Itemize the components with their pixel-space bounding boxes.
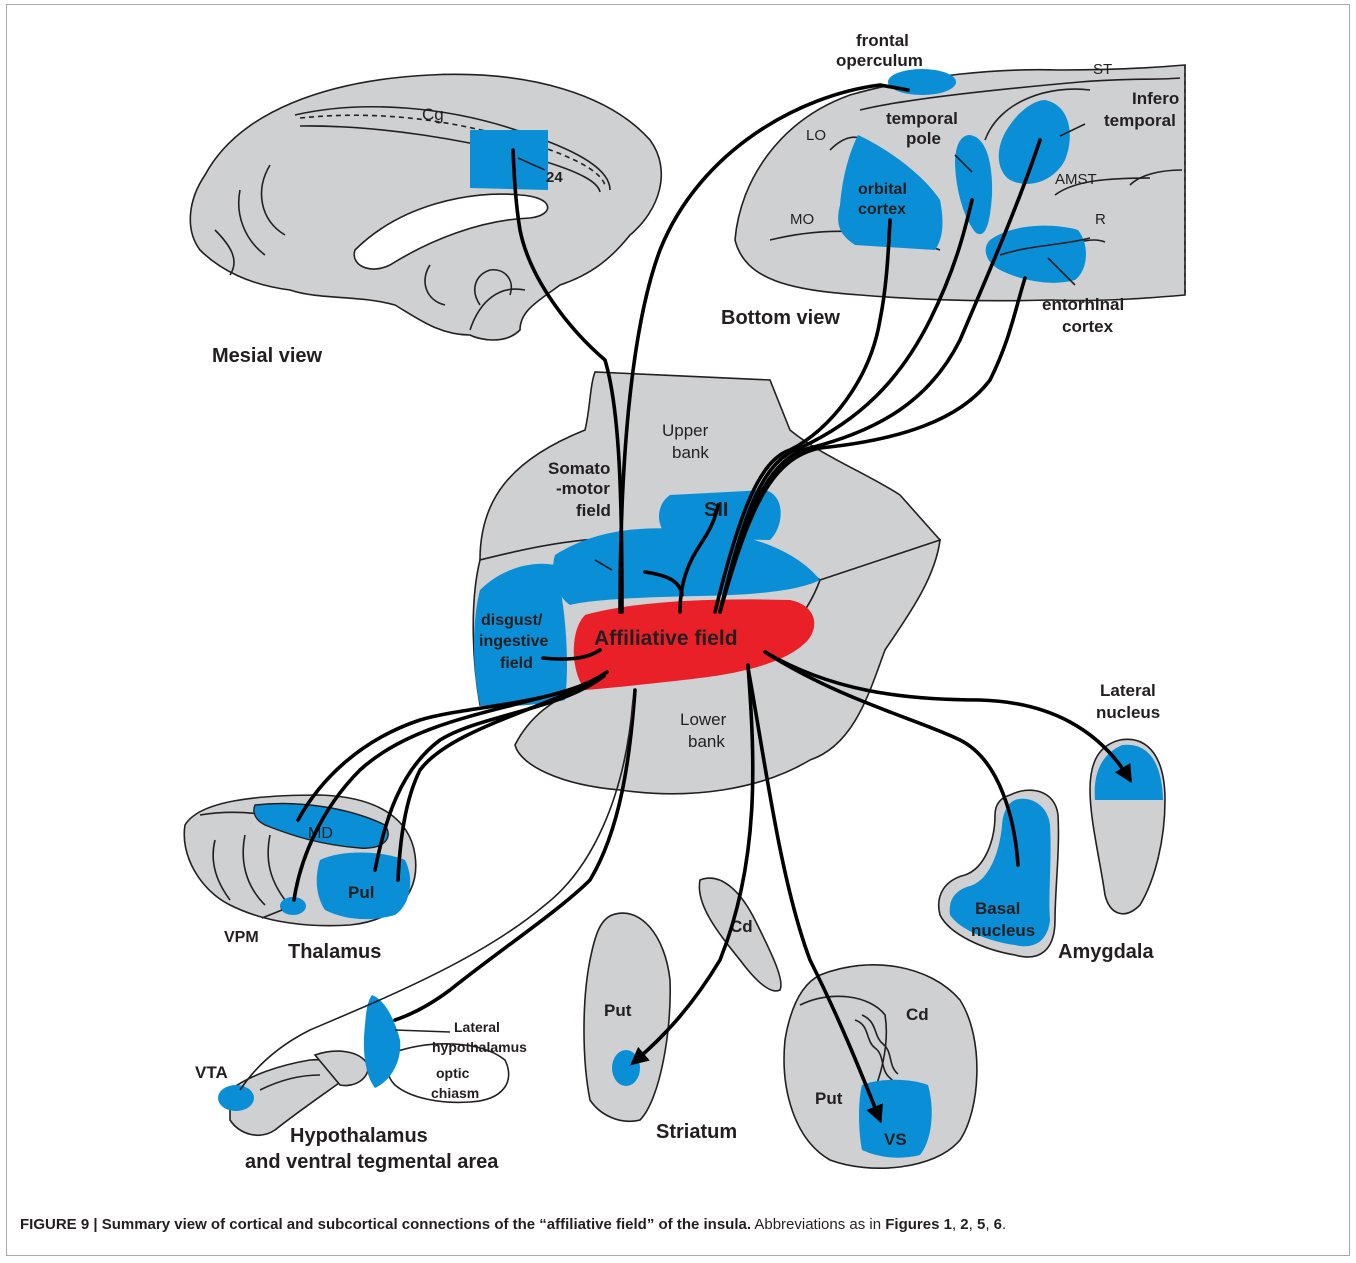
frontal-label-2: operculum [836, 51, 923, 70]
lateral-hypothalamus-label-2: hypothalamus [432, 1039, 527, 1055]
lower-bank-label-1: Lower [680, 710, 727, 729]
upper-bank-label-1: Upper [662, 421, 709, 440]
cd-large-label: Cd [906, 1005, 929, 1024]
orbital-label-2: cortex [858, 201, 906, 218]
caption-text: Abbreviations as in [751, 1216, 885, 1233]
hypothalamus-title-2: and ventral tegmental area [245, 1151, 499, 1173]
vs-label: VS [884, 1130, 907, 1149]
lo-label: LO [806, 127, 826, 144]
disgust-label-1: disgust/ [481, 612, 543, 629]
mo-label: MO [790, 211, 814, 228]
put-large-label: Put [815, 1089, 843, 1108]
lateral-nucleus-label-2: nucleus [1096, 703, 1160, 722]
infero-label-1: Infero [1132, 89, 1179, 108]
hypothalamus-title-1: Hypothalamus [290, 1125, 428, 1147]
caption-ref-3[interactable]: 5 [977, 1216, 985, 1233]
cg-label: Cg [422, 105, 444, 124]
optic-chiasm-label-2: chiasm [431, 1085, 479, 1101]
caption-end: . [1002, 1216, 1006, 1233]
somato-label-2: -motor [556, 479, 610, 498]
caption-ref-4[interactable]: 6 [994, 1216, 1002, 1233]
entorhinal-label-2: cortex [1062, 317, 1114, 336]
r-label: R [1095, 211, 1106, 228]
frontal-label-1: frontal [856, 31, 909, 50]
figure-caption: FIGURE 9 | Summary view of cortical and … [20, 1216, 1340, 1233]
put-small-label: Put [604, 1001, 632, 1020]
caption-title: FIGURE 9 | Summary view of cortical and … [20, 1216, 751, 1233]
thalamus-title: Thalamus [288, 941, 381, 963]
affiliative-field-label: Affiliative field [594, 627, 738, 650]
caption-ref-2[interactable]: 2 [960, 1216, 968, 1233]
entorhinal-label-1: entorhinal [1042, 295, 1124, 314]
upper-bank-label-2: bank [672, 443, 709, 462]
temporal-pole-label-2: pole [906, 129, 941, 148]
vpm-label: VPM [224, 929, 259, 946]
amygdala-title: Amygdala [1058, 941, 1154, 963]
bottom-view-title: Bottom view [721, 307, 840, 329]
disgust-label-2: ingestive [479, 633, 548, 650]
st-label: ST [1093, 61, 1112, 78]
lower-bank-label-2: bank [688, 732, 725, 751]
area-24-label: 24 [546, 169, 563, 186]
optic-chiasm-label-1: optic [436, 1065, 470, 1081]
striatum-title: Striatum [656, 1121, 737, 1143]
caption-ref-1[interactable]: Figures 1 [885, 1216, 952, 1233]
figure-diagram: Cg 24 Mesial view frontal operculum ST I… [0, 0, 1356, 1210]
orbital-label-1: orbital [858, 181, 907, 198]
lateral-nucleus-label-1: Lateral [1100, 681, 1156, 700]
infero-label-2: temporal [1104, 111, 1176, 130]
somato-label-1: Somato [548, 459, 610, 478]
mesial-view-title: Mesial view [212, 345, 323, 367]
lateral-hypothalamus-label-1: Lateral [454, 1019, 500, 1035]
bottom-view-brain [735, 65, 1185, 301]
vta-label: VTA [195, 1063, 228, 1082]
disgust-label-3: field [500, 655, 533, 672]
somato-label-3: field [576, 501, 611, 520]
basal-nucleus-label-1: Basal [975, 899, 1020, 918]
pul-label: Pul [348, 883, 374, 902]
amst-label: AMST [1055, 171, 1097, 188]
basal-nucleus-label-2: nucleus [971, 921, 1035, 940]
temporal-pole-label-1: temporal [886, 109, 958, 128]
